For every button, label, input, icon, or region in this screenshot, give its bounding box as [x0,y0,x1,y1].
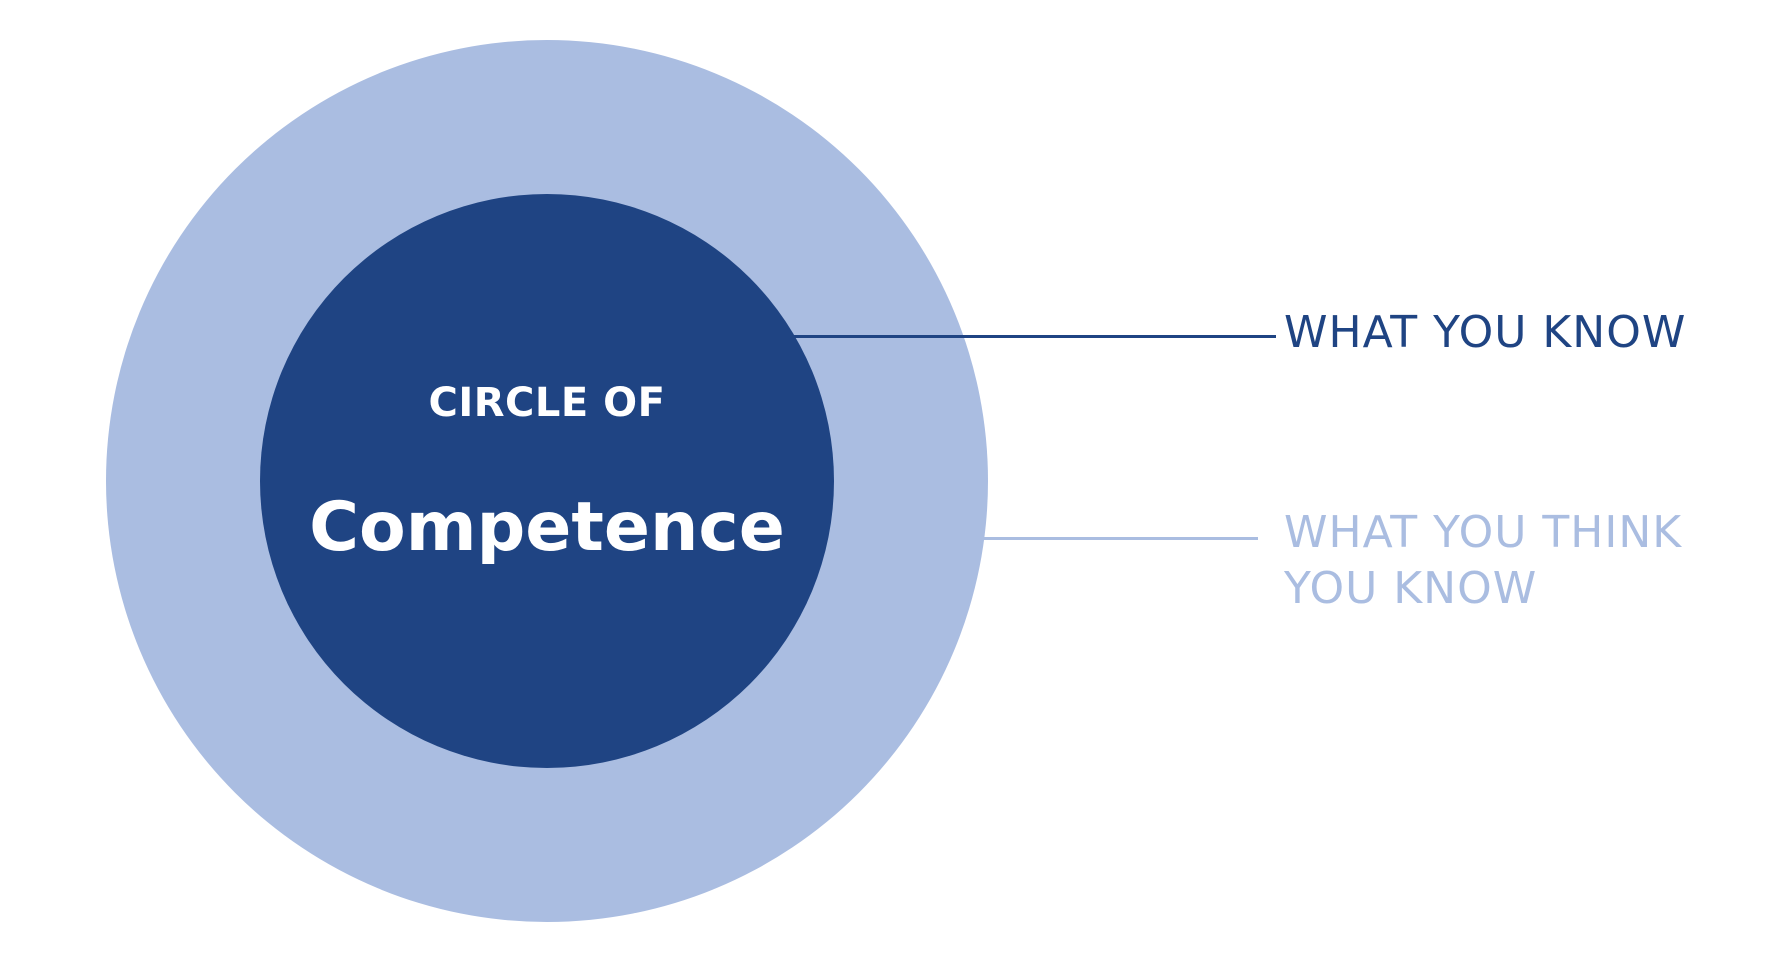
inner-pointer-line [792,335,1276,338]
circle-title-large: Competence [309,488,785,567]
what-you-know-label: WHAT YOU KNOW [1284,307,1687,358]
inner-circle-what-you-know [260,194,834,768]
outer-pointer-line [982,537,1258,540]
what-you-think-you-know-label: WHAT YOU THINK YOU KNOW [1284,507,1683,614]
circle-title-small: CIRCLE OF [428,380,666,426]
